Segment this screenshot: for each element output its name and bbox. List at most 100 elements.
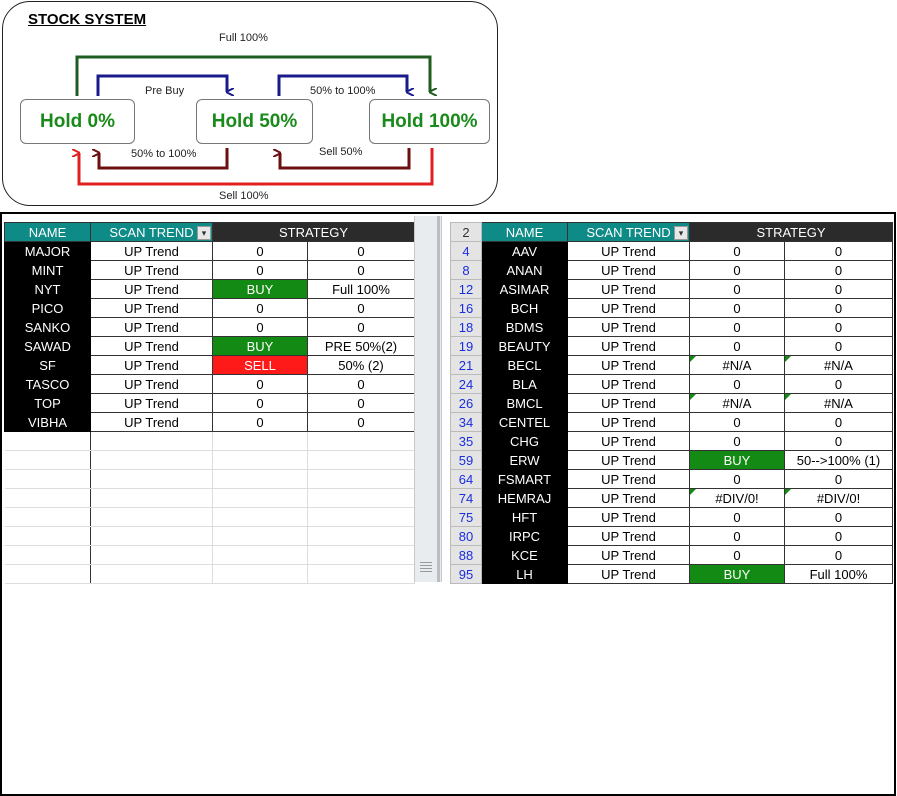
trend-cell[interactable]: UP Trend bbox=[90, 412, 213, 432]
strategy-signal-cell[interactable]: 0 bbox=[689, 507, 785, 527]
row-number[interactable]: 19 bbox=[450, 336, 482, 356]
trend-cell[interactable]: UP Trend bbox=[567, 564, 690, 584]
row-number[interactable]: 75 bbox=[450, 507, 482, 527]
trend-cell[interactable]: UP Trend bbox=[567, 526, 690, 546]
name-cell[interactable]: CHG bbox=[481, 431, 568, 451]
trend-cell[interactable]: UP Trend bbox=[90, 260, 213, 280]
strategy-signal-cell[interactable]: #N/A bbox=[689, 393, 785, 413]
header-strategy[interactable]: STRATEGY bbox=[211, 222, 416, 242]
strategy-signal-cell[interactable]: 0 bbox=[212, 260, 308, 280]
strategy-signal-cell[interactable]: 0 bbox=[689, 279, 785, 299]
name-cell[interactable]: MINT bbox=[4, 260, 91, 280]
strategy-action-cell[interactable]: 50-->100% (1) bbox=[783, 450, 894, 470]
row-number[interactable]: 26 bbox=[450, 393, 482, 413]
strategy-action-cell[interactable]: 50% (2) bbox=[306, 355, 416, 375]
trend-cell[interactable]: UP Trend bbox=[567, 431, 690, 451]
trend-cell[interactable]: UP Trend bbox=[90, 393, 213, 413]
strategy-signal-cell[interactable]: #N/A bbox=[689, 355, 785, 375]
strategy-signal-cell[interactable]: BUY bbox=[212, 336, 308, 356]
empty-cell[interactable] bbox=[4, 488, 91, 508]
trend-cell[interactable]: UP Trend bbox=[567, 412, 690, 432]
empty-cell[interactable] bbox=[212, 431, 308, 451]
empty-cell[interactable] bbox=[307, 431, 416, 451]
empty-cell[interactable] bbox=[307, 450, 416, 470]
strategy-signal-cell[interactable]: #DIV/0! bbox=[689, 488, 785, 508]
strategy-action-cell[interactable]: 0 bbox=[783, 374, 894, 394]
name-cell[interactable]: BEAUTY bbox=[481, 336, 568, 356]
empty-cell[interactable] bbox=[212, 469, 308, 489]
strategy-signal-cell[interactable]: 0 bbox=[689, 241, 785, 261]
row-number[interactable]: 74 bbox=[450, 488, 482, 508]
strategy-action-cell[interactable]: #DIV/0! bbox=[783, 488, 894, 508]
empty-cell[interactable] bbox=[90, 450, 213, 470]
empty-cell[interactable] bbox=[4, 431, 91, 451]
strategy-signal-cell[interactable]: 0 bbox=[689, 260, 785, 280]
row-number[interactable]: 34 bbox=[450, 412, 482, 432]
empty-cell[interactable] bbox=[4, 469, 91, 489]
empty-cell[interactable] bbox=[212, 488, 308, 508]
strategy-signal-cell[interactable]: 0 bbox=[689, 545, 785, 565]
name-cell[interactable]: BECL bbox=[481, 355, 568, 375]
trend-cell[interactable]: UP Trend bbox=[90, 241, 213, 261]
empty-cell[interactable] bbox=[90, 545, 213, 565]
trend-cell[interactable]: UP Trend bbox=[567, 450, 690, 470]
header-name[interactable]: NAME bbox=[481, 222, 568, 242]
filter-dropdown-icon[interactable]: ▾ bbox=[197, 226, 211, 240]
trend-cell[interactable]: UP Trend bbox=[567, 488, 690, 508]
row-number[interactable]: 95 bbox=[450, 564, 482, 584]
trend-cell[interactable]: UP Trend bbox=[567, 507, 690, 527]
strategy-signal-cell[interactable]: BUY bbox=[689, 564, 785, 584]
strategy-signal-cell[interactable]: 0 bbox=[689, 317, 785, 337]
strategy-signal-cell[interactable]: 0 bbox=[689, 336, 785, 356]
empty-cell[interactable] bbox=[212, 545, 308, 565]
name-cell[interactable]: FSMART bbox=[481, 469, 568, 489]
empty-cell[interactable] bbox=[90, 526, 213, 546]
trend-cell[interactable]: UP Trend bbox=[567, 317, 690, 337]
strategy-signal-cell[interactable]: 0 bbox=[212, 412, 308, 432]
strategy-signal-cell[interactable]: BUY bbox=[689, 450, 785, 470]
strategy-action-cell[interactable]: 0 bbox=[783, 298, 894, 318]
strategy-action-cell[interactable]: PRE 50%(2) bbox=[306, 336, 416, 356]
strategy-signal-cell[interactable]: 0 bbox=[689, 469, 785, 489]
trend-cell[interactable]: UP Trend bbox=[567, 469, 690, 489]
name-cell[interactable]: BMCL bbox=[481, 393, 568, 413]
name-cell[interactable]: HFT bbox=[481, 507, 568, 527]
strategy-action-cell[interactable]: 0 bbox=[306, 374, 416, 394]
row-number[interactable]: 59 bbox=[450, 450, 482, 470]
row-number[interactable]: 35 bbox=[450, 431, 482, 451]
empty-cell[interactable] bbox=[307, 488, 416, 508]
trend-cell[interactable]: UP Trend bbox=[567, 374, 690, 394]
empty-cell[interactable] bbox=[307, 564, 416, 584]
name-cell[interactable]: CENTEL bbox=[481, 412, 568, 432]
empty-cell[interactable] bbox=[307, 507, 416, 527]
row-number[interactable]: 12 bbox=[450, 279, 482, 299]
strategy-signal-cell[interactable]: 0 bbox=[689, 431, 785, 451]
filter-active-icon[interactable]: ▾ bbox=[674, 226, 688, 240]
splitter-grip-icon[interactable] bbox=[420, 562, 432, 572]
strategy-signal-cell[interactable]: 0 bbox=[689, 374, 785, 394]
name-cell[interactable]: ANAN bbox=[481, 260, 568, 280]
trend-cell[interactable]: UP Trend bbox=[90, 336, 213, 356]
empty-cell[interactable] bbox=[90, 488, 213, 508]
strategy-action-cell[interactable]: #N/A bbox=[783, 355, 894, 375]
name-cell[interactable]: SAWAD bbox=[4, 336, 91, 356]
strategy-action-cell[interactable]: 0 bbox=[306, 298, 416, 318]
trend-cell[interactable]: UP Trend bbox=[90, 317, 213, 337]
empty-cell[interactable] bbox=[4, 564, 91, 584]
strategy-action-cell[interactable]: Full 100% bbox=[306, 279, 416, 299]
trend-cell[interactable]: UP Trend bbox=[567, 355, 690, 375]
trend-cell[interactable]: UP Trend bbox=[567, 279, 690, 299]
empty-cell[interactable] bbox=[212, 507, 308, 527]
strategy-signal-cell[interactable]: 0 bbox=[212, 374, 308, 394]
name-cell[interactable]: BCH bbox=[481, 298, 568, 318]
strategy-signal-cell[interactable]: 0 bbox=[689, 298, 785, 318]
trend-cell[interactable]: UP Trend bbox=[567, 298, 690, 318]
empty-cell[interactable] bbox=[90, 431, 213, 451]
empty-cell[interactable] bbox=[212, 564, 308, 584]
empty-cell[interactable] bbox=[4, 526, 91, 546]
strategy-signal-cell[interactable]: 0 bbox=[212, 393, 308, 413]
row-number[interactable]: 24 bbox=[450, 374, 482, 394]
trend-cell[interactable]: UP Trend bbox=[567, 260, 690, 280]
strategy-action-cell[interactable]: 0 bbox=[306, 317, 416, 337]
empty-cell[interactable] bbox=[90, 469, 213, 489]
